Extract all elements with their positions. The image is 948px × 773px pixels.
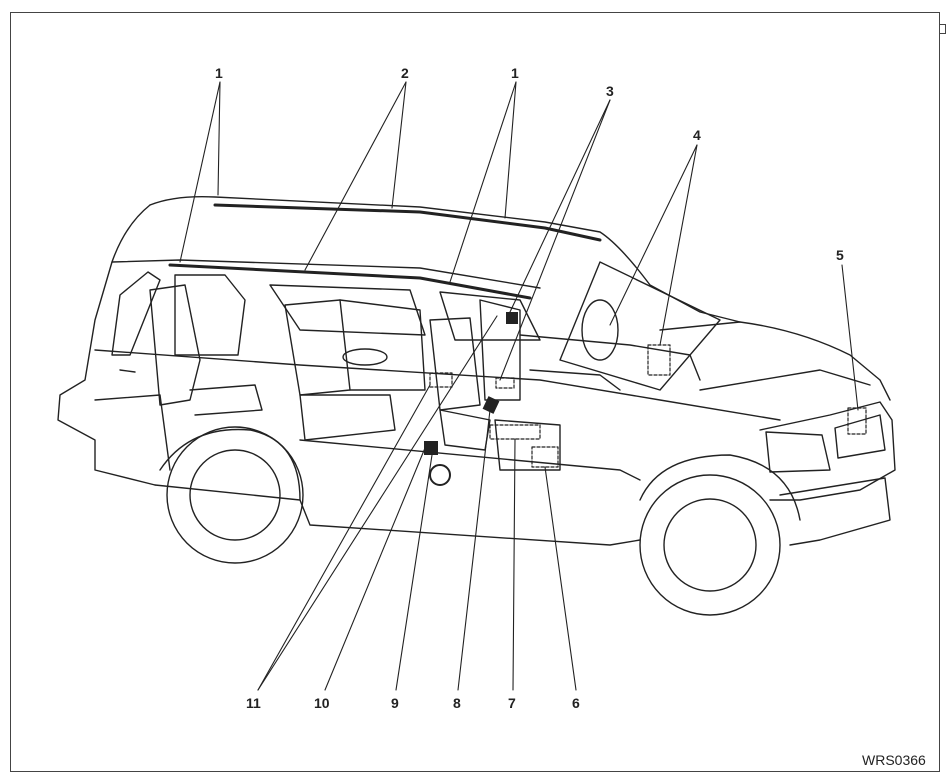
component-5-outline	[847, 407, 867, 435]
component-7-outline	[489, 424, 541, 440]
figure-code: WRS0366	[862, 752, 926, 768]
callout-1-left: 1	[215, 65, 223, 81]
component-3-marker	[506, 312, 518, 324]
component-8-marker	[482, 396, 500, 414]
callout-4: 4	[693, 127, 701, 143]
component-4-outline	[647, 344, 671, 376]
callout-labels: 1 2 1 3 4 5 6 7 8 9 10 11	[215, 65, 844, 711]
callout-3: 3	[606, 83, 614, 99]
callout-11: 11	[246, 695, 261, 711]
leader-lines	[179, 81, 859, 691]
component-9-marker	[424, 441, 438, 455]
callout-5: 5	[836, 247, 844, 263]
component-markers	[424, 312, 518, 486]
callout-10: 10	[314, 695, 330, 711]
callout-2: 2	[401, 65, 409, 81]
component-6-outline	[531, 446, 559, 468]
frame-edge-mark	[940, 24, 946, 34]
callout-8: 8	[453, 695, 461, 711]
callout-9: 9	[391, 695, 399, 711]
callout-6: 6	[572, 695, 580, 711]
component-11-outline	[429, 372, 453, 388]
figure-frame	[10, 12, 940, 772]
callout-7: 7	[508, 695, 516, 711]
interior-seats	[149, 284, 701, 471]
buckle-ring-9	[429, 464, 451, 486]
curtain-airbag-modules	[168, 203, 602, 300]
vehicle-body-outline	[57, 196, 896, 616]
component-3-outline	[495, 377, 515, 389]
component-outlines	[429, 344, 867, 468]
callout-1-right: 1	[511, 65, 519, 81]
